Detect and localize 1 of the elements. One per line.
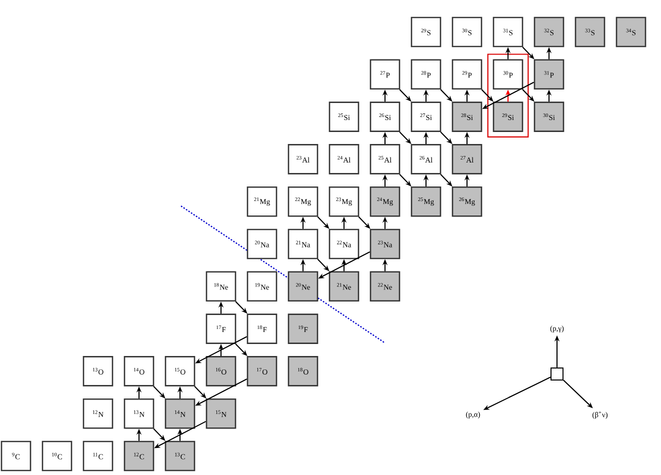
key-square (550, 368, 564, 380)
